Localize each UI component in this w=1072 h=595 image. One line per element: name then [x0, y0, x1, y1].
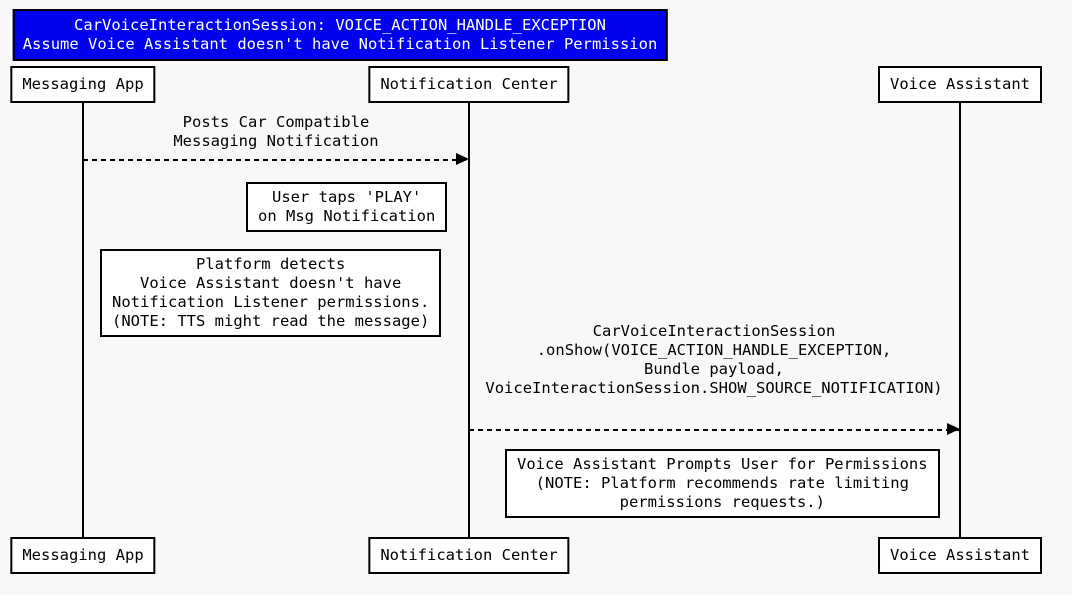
lifeline-messaging-app: [82, 103, 84, 537]
note-voice-assistant-prompts: Voice Assistant Prompts User for Permiss…: [505, 449, 940, 518]
participant-voice-assistant-top: Voice Assistant: [878, 66, 1042, 103]
message-2-line-4: VoiceInteractionSession.SHOW_SOURCE_NOTI…: [485, 379, 943, 397]
lifeline-voice-assistant: [959, 103, 961, 537]
message-2-arrow: [469, 423, 960, 435]
participant-notification-center-bottom: Notification Center: [368, 537, 570, 574]
note-platform-detects-line-4: (NOTE: TTS might read the message): [112, 312, 430, 330]
note-voice-assistant-prompts-line-2: (NOTE: Platform recommends rate limiting: [535, 474, 909, 492]
note-voice-assistant-prompts-line-3: permissions requests.): [619, 493, 825, 511]
note-user-taps-play: User taps 'PLAY' on Msg Notification: [246, 182, 448, 232]
note-platform-detects-line-1: Platform detects: [195, 255, 346, 273]
note-platform-detects-line-3: Notification Listener permissions.: [112, 293, 430, 311]
message-2-label: CarVoiceInteractionSession .onShow(VOICE…: [485, 322, 942, 398]
message-2-line-3: Bundle payload,: [644, 360, 784, 378]
message-1-label: Posts Car Compatible Messaging Notificat…: [173, 113, 378, 151]
message-2-line-2: .onShow(VOICE_ACTION_HANDLE_EXCEPTION,: [536, 341, 892, 359]
participant-voice-assistant-bottom: Voice Assistant: [878, 537, 1042, 574]
participant-notification-center-top: Notification Center: [368, 66, 570, 103]
note-user-taps-play-line-1: User taps 'PLAY': [272, 188, 422, 206]
note-platform-detects: Platform detects Voice Assistant doesn't…: [100, 249, 442, 337]
arrowhead-right-icon: [947, 423, 960, 435]
note-platform-detects-line-2: Voice Assistant doesn't have: [139, 274, 402, 292]
participant-messaging-app-bottom: Messaging App: [10, 537, 156, 574]
message-1-arrow: [83, 153, 469, 165]
note-voice-assistant-prompts-line-1: Voice Assistant Prompts User for Permiss…: [517, 455, 928, 473]
arrowhead-right-icon: [456, 153, 469, 165]
note-user-taps-play-line-2: on Msg Notification: [258, 207, 436, 225]
title-line-2: Assume Voice Assistant doesn't have Noti…: [22, 35, 658, 53]
diagram-title: CarVoiceInteractionSession: VOICE_ACTION…: [12, 9, 668, 61]
message-2-line-1: CarVoiceInteractionSession: [592, 322, 836, 340]
message-1-line-1: Posts Car Compatible: [182, 113, 370, 131]
title-line-1: CarVoiceInteractionSession: VOICE_ACTION…: [74, 16, 606, 34]
message-1-line-2: Messaging Notification: [173, 132, 379, 150]
participant-messaging-app-top: Messaging App: [10, 66, 156, 103]
lifeline-notification-center: [468, 103, 470, 537]
